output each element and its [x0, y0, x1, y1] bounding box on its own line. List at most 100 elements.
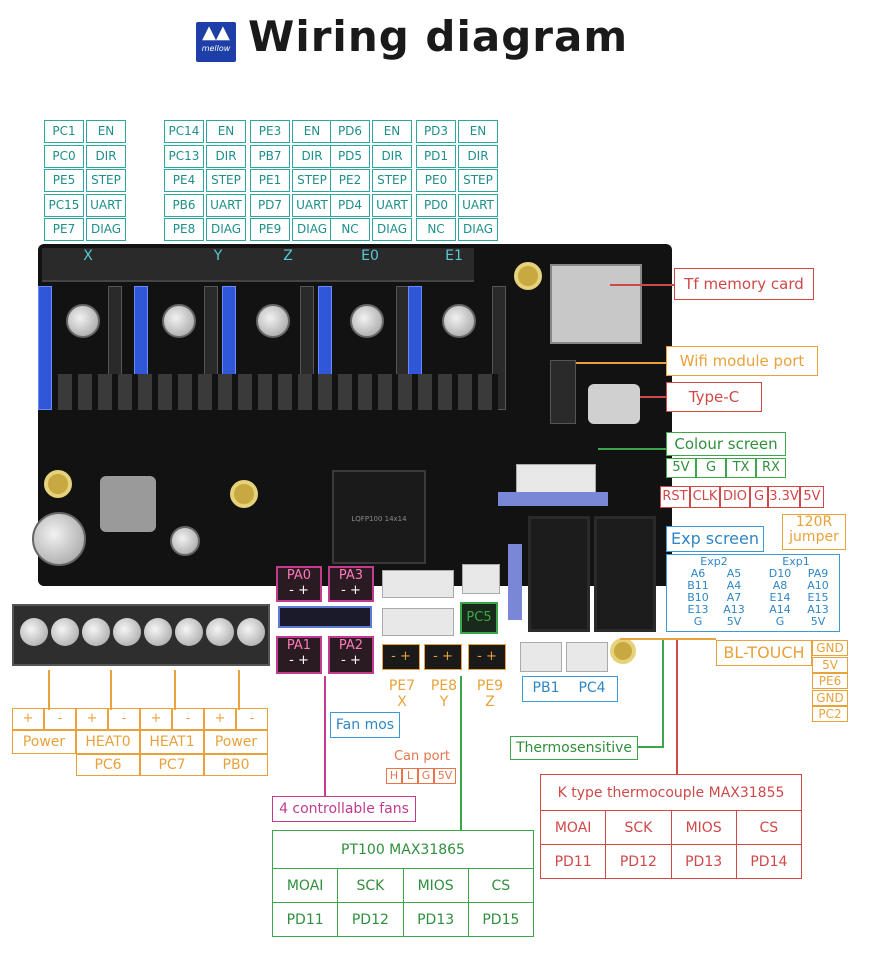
capacitor [162, 304, 196, 338]
large-capacitor [32, 512, 86, 566]
exp-pin: E15 [807, 591, 829, 604]
pt100-header: MOAI [271, 868, 339, 903]
leader-line [610, 284, 674, 286]
power-polarity-sign: - [236, 708, 268, 730]
driver-signal-y: EN [206, 120, 246, 143]
driver-pin-e0: PE2 [330, 169, 370, 192]
colour-screen-pin: G [696, 458, 726, 478]
driver-pin-e0: PD6 [330, 120, 370, 143]
driver-label-x: X [83, 248, 93, 264]
ktype-value: PD12 [605, 844, 672, 879]
terminal-screw [175, 618, 203, 646]
driver-signal-e0: STEP [372, 169, 412, 192]
driver-pin-e1: PD3 [416, 120, 456, 143]
swd-pin: G [750, 486, 768, 508]
leader-line [324, 676, 326, 796]
leader-line [576, 362, 666, 364]
capacitor [66, 304, 100, 338]
driver-signal-x: DIAG [86, 218, 126, 241]
mounting-hole [514, 262, 542, 290]
driver-pin-e1: PD0 [416, 193, 456, 217]
leader-line [638, 746, 662, 748]
driver-pin-z: PE9 [250, 218, 290, 241]
power-polarity-sign: + [76, 708, 108, 730]
leader-line [676, 640, 678, 774]
driver-pin-z: PE1 [250, 169, 290, 192]
power-polarity-sign: + [140, 708, 172, 730]
driver-pin-y: PC14 [164, 120, 204, 143]
jumper-label: 120R jumper [782, 514, 846, 550]
fan-header-pa1: PA1 - + [276, 636, 322, 674]
fan-pa0-polarity: - + [289, 583, 309, 598]
driver-signal-y: DIAG [206, 218, 246, 241]
driver-signal-z: STEP [292, 169, 332, 192]
driver-signal-e1: EN [458, 120, 498, 143]
terminal-screw [206, 618, 234, 646]
leader-line [174, 670, 176, 710]
driver-signal-y: STEP [206, 169, 246, 192]
driver-pin-y: PE4 [164, 169, 204, 192]
swd-pin: 5V [800, 486, 824, 508]
exp-pin: 5V [810, 615, 826, 628]
exp-pin: D10 [768, 567, 792, 580]
bltouch-pin: PC2 [812, 706, 848, 722]
exp-pin: E13 [687, 603, 709, 616]
logo-text: mellow [201, 44, 231, 53]
pt100-title: PT100 MAX31865 [272, 830, 534, 869]
tf-card-slot [550, 264, 642, 344]
pt100-value: PD11 [271, 902, 339, 937]
power-polarity-sign: - [44, 708, 76, 730]
leader-line [48, 670, 50, 710]
colour-screen-connector [516, 464, 596, 494]
driver-signal-z: DIAG [292, 218, 332, 241]
driver-signal-z: EN [292, 120, 332, 143]
power-name: HEAT1 [140, 730, 204, 754]
power-pin: PB0 [204, 754, 268, 776]
capacitor [350, 304, 384, 338]
colour-screen-pin: RX [756, 458, 786, 478]
pt100-value: PD12 [337, 902, 404, 937]
endstop-y-connector: - + [424, 644, 462, 670]
page-title: Wiring diagram [248, 12, 629, 61]
driver-signal-x: DIR [86, 144, 126, 168]
power-pin: PC6 [76, 754, 140, 776]
wifi-port-label: Wifi module port [666, 346, 818, 376]
exp-pin: B11 [687, 579, 709, 592]
terminal-screw [51, 618, 79, 646]
power-pin: PC7 [140, 754, 204, 776]
swd-pin: 3.3V [768, 486, 800, 508]
driver-connector-strip [42, 248, 474, 282]
colour-screen-pin: TX [726, 458, 756, 478]
fan-pa2-polarity: - + [341, 653, 361, 668]
pt100-connector [462, 564, 500, 594]
driver-pin-x: PE5 [44, 169, 84, 192]
mounting-hole [44, 470, 72, 498]
driver-pin-e1: PE0 [416, 169, 456, 192]
pt100-header: CS [467, 868, 535, 903]
fan-header-pa3: PA3 - + [328, 566, 374, 602]
endstop-pin-label: PE7 [388, 678, 416, 694]
capacitor [256, 304, 290, 338]
driver-signal-z: DIR [292, 144, 332, 168]
exp-pin: A13 [807, 603, 829, 616]
exp-pin-map [666, 554, 840, 632]
power-polarity-sign: - [108, 708, 140, 730]
driver-signal-y: UART [206, 193, 246, 217]
driver-pin-x: PE7 [44, 218, 84, 241]
fan-pa0-label: PA0 [286, 568, 312, 583]
mellow-logo: ▲▲ mellow [196, 22, 236, 62]
leader-line [662, 640, 664, 748]
endstop-z-connector: - + [468, 644, 506, 670]
leader-line [238, 670, 240, 710]
driver-pin-y: PC13 [164, 144, 204, 168]
can-pin: 5V [434, 768, 456, 784]
ktype-header: SCK [605, 810, 672, 845]
swd-pin: RST [660, 486, 690, 508]
driver-pin-e0: PD5 [330, 144, 370, 168]
driver-pin-y: PB6 [164, 193, 204, 217]
fan-pa2-label: PA2 [338, 638, 364, 653]
exp-pin: B10 [687, 591, 709, 604]
power-polarity-sign: - [172, 708, 204, 730]
leader-line [640, 396, 666, 398]
can-port-connector [382, 608, 454, 636]
